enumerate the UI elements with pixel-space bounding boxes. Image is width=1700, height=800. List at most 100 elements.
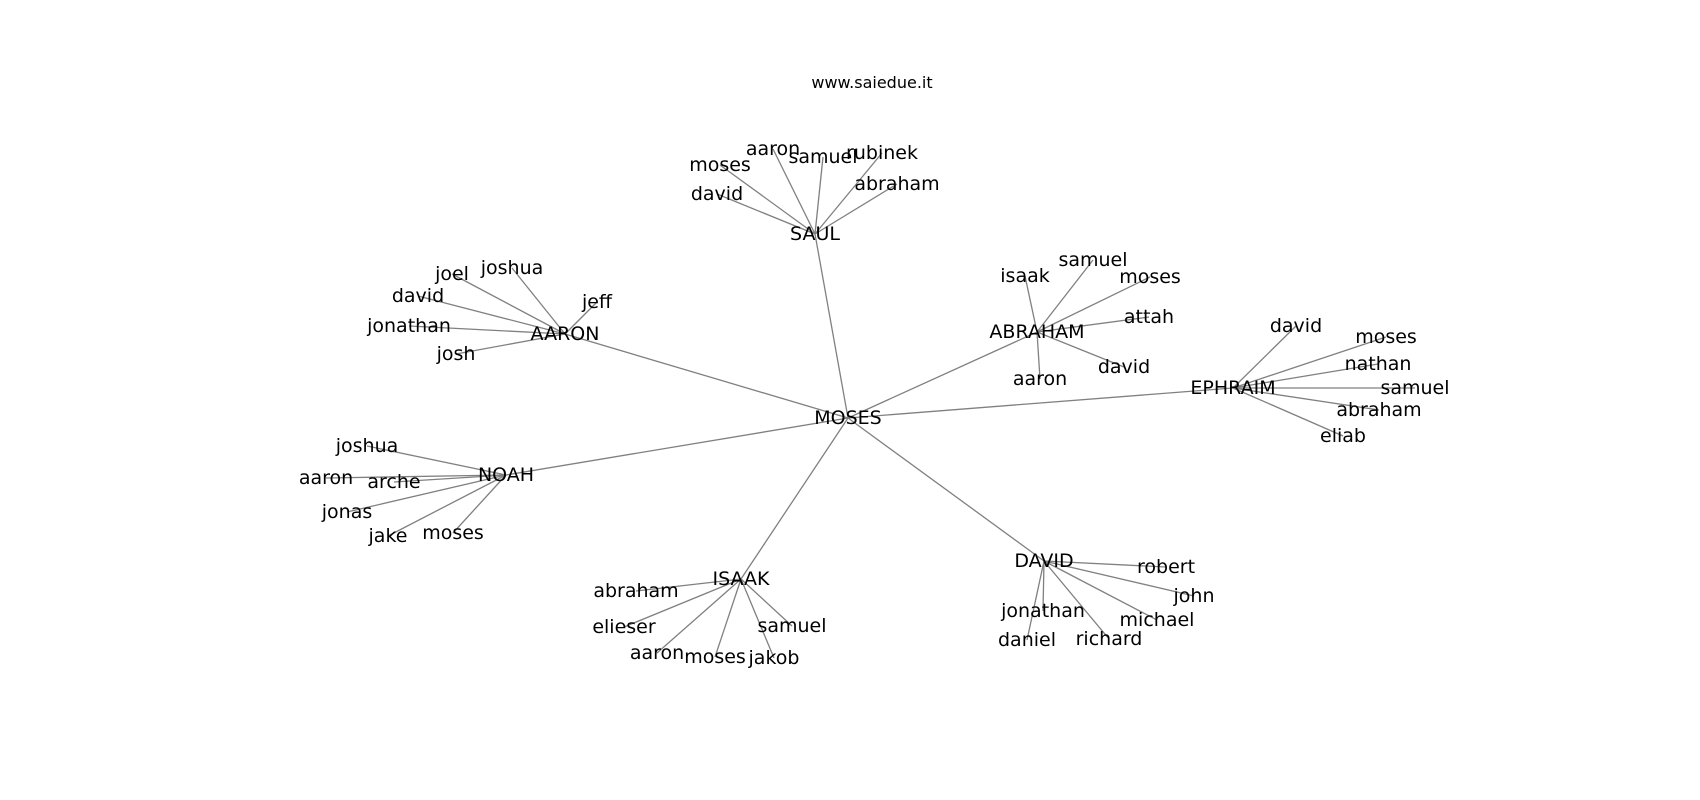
edge-saul-aaron <box>772 148 816 235</box>
edge-abraham-isaak <box>1024 275 1038 333</box>
node-leaf-david-john: john <box>1173 585 1215 607</box>
edge-center-saul <box>814 233 849 419</box>
node-leaf-aaron-david: david <box>392 285 444 307</box>
edge-ephraim-abraham <box>1232 387 1380 411</box>
node-leaf-abraham-moses: moses <box>1119 266 1181 288</box>
node-hub-saul: SAUL <box>790 223 840 245</box>
node-leaf-david-michael: michael <box>1120 609 1195 631</box>
edge-isaak-moses <box>714 578 742 658</box>
edge-center-ephraim <box>847 387 1234 419</box>
edge-isaak-aaron <box>656 578 742 654</box>
node-leaf-aaron-joshua: joshua <box>480 257 544 279</box>
node-leaf-saul-samuel: samuel <box>788 146 857 168</box>
edge-center-isaak <box>740 417 849 580</box>
edge-david-robert <box>1043 560 1167 568</box>
node-hub-abraham: ABRAHAM <box>989 321 1084 343</box>
node-leaf-noah-moses: moses <box>422 522 484 544</box>
node-center-moses: MOSES <box>814 407 881 429</box>
node-leaf-abraham-aaron: aaron <box>1013 368 1067 390</box>
node-leaf-abraham-attah: attah <box>1124 306 1174 328</box>
edge-noah-jonas <box>346 474 507 513</box>
edge-noah-arche <box>393 474 507 483</box>
node-hub-isaak: ISAAK <box>713 568 771 590</box>
node-leaf-noah-jonas: jonas <box>321 501 373 523</box>
edge-abraham-moses <box>1036 276 1151 333</box>
node-leaf-isaak-moses: moses <box>684 646 746 668</box>
node-leaf-aaron-jeff: jeff <box>581 291 613 313</box>
edge-isaak-abraham <box>635 578 742 592</box>
edge-david-daniel <box>1026 560 1045 641</box>
edge-saul-rubinek <box>814 152 883 235</box>
node-leaf-ephraim-eliab: eliab <box>1320 425 1366 447</box>
edge-david-richard <box>1043 560 1110 640</box>
node-leaf-david-richard: richard <box>1076 628 1143 650</box>
node-leaf-aaron-joel: joel <box>434 263 469 285</box>
edge-abraham-samuel <box>1036 259 1094 333</box>
node-leaf-ephraim-abraham: abraham <box>1336 399 1421 421</box>
node-leaf-ephraim-moses: moses <box>1355 326 1417 348</box>
node-leaf-abraham-isaak: isaak <box>1000 265 1049 287</box>
edge-noah-moses <box>452 474 507 534</box>
node-leaf-noah-arche: arche <box>367 471 420 493</box>
edge-center-david <box>847 417 1045 562</box>
node-leaf-saul-rubinek: rubinek <box>846 142 918 164</box>
edge-noah-joshua <box>366 445 507 476</box>
node-leaf-isaak-jakob: jakob <box>748 647 800 669</box>
edge-aaron-jeff <box>564 301 598 335</box>
edge-aaron-david <box>417 295 566 335</box>
node-leaf-noah-jake: jake <box>368 525 408 547</box>
edge-saul-david <box>716 193 816 235</box>
source-caption: www.saiedue.it <box>811 73 932 92</box>
edge-center-aaron <box>564 333 849 419</box>
node-leaf-david-jonathan: jonathan <box>1000 600 1085 622</box>
edge-ephraim-nathan <box>1232 363 1379 389</box>
edge-ephraim-moses <box>1232 336 1387 389</box>
edge-isaak-jakob <box>740 578 775 659</box>
edge-david-michael <box>1043 560 1158 621</box>
edge-abraham-david <box>1036 331 1125 368</box>
node-leaf-aaron-josh: josh <box>436 343 476 365</box>
edge-abraham-attah <box>1036 316 1150 333</box>
edge-isaak-elieser <box>623 578 742 628</box>
node-leaf-isaak-elieser: elieser <box>592 616 656 638</box>
node-leaf-saul-moses: moses <box>689 154 751 176</box>
node-hub-noah: NOAH <box>478 464 534 486</box>
node-leaf-noah-joshua: joshua <box>335 435 399 457</box>
node-leaf-saul-david: david <box>691 183 743 205</box>
node-leaf-abraham-david: david <box>1098 356 1150 378</box>
edge-abraham-aaron <box>1036 331 1041 380</box>
edge-aaron-jonathan <box>408 325 566 335</box>
edge-aaron-joshua <box>511 267 566 335</box>
edge-david-jonathan <box>1042 560 1045 612</box>
node-leaf-noah-aaron: aaron <box>299 467 353 489</box>
node-leaf-saul-abraham: abraham <box>854 173 939 195</box>
node-leaf-david-robert: robert <box>1137 556 1195 578</box>
edge-isaak-samuel <box>740 578 793 627</box>
node-leaf-aaron-jonathan: jonathan <box>366 315 451 337</box>
edge-ephraim-david <box>1232 325 1297 389</box>
node-leaf-ephraim-nathan: nathan <box>1345 353 1412 375</box>
edge-aaron-josh <box>455 333 566 355</box>
edge-david-john <box>1043 560 1195 597</box>
edge-saul-abraham <box>814 183 898 235</box>
edge-saul-moses <box>719 164 816 235</box>
node-leaf-ephraim-samuel: samuel <box>1380 377 1449 399</box>
node-leaf-abraham-samuel: samuel <box>1058 249 1127 271</box>
node-hub-david: DAVID <box>1014 550 1073 572</box>
node-leaf-isaak-abraham: abraham <box>593 580 678 602</box>
node-hub-aaron: AARON <box>531 323 600 345</box>
node-hub-ephraim: EPHRAIM <box>1190 377 1275 399</box>
edge-saul-samuel <box>814 156 824 235</box>
node-leaf-isaak-aaron: aaron <box>630 642 684 664</box>
node-leaf-ephraim-david: david <box>1270 315 1322 337</box>
edge-center-abraham <box>847 331 1038 419</box>
edge-noah-aaron <box>325 474 507 479</box>
edge-center-noah <box>505 417 849 476</box>
edge-ephraim-eliab <box>1232 387 1344 437</box>
edges-layer <box>325 148 1415 659</box>
edge-aaron-joel <box>451 273 566 335</box>
node-leaf-david-daniel: daniel <box>998 629 1056 651</box>
node-leaf-isaak-samuel: samuel <box>757 615 826 637</box>
